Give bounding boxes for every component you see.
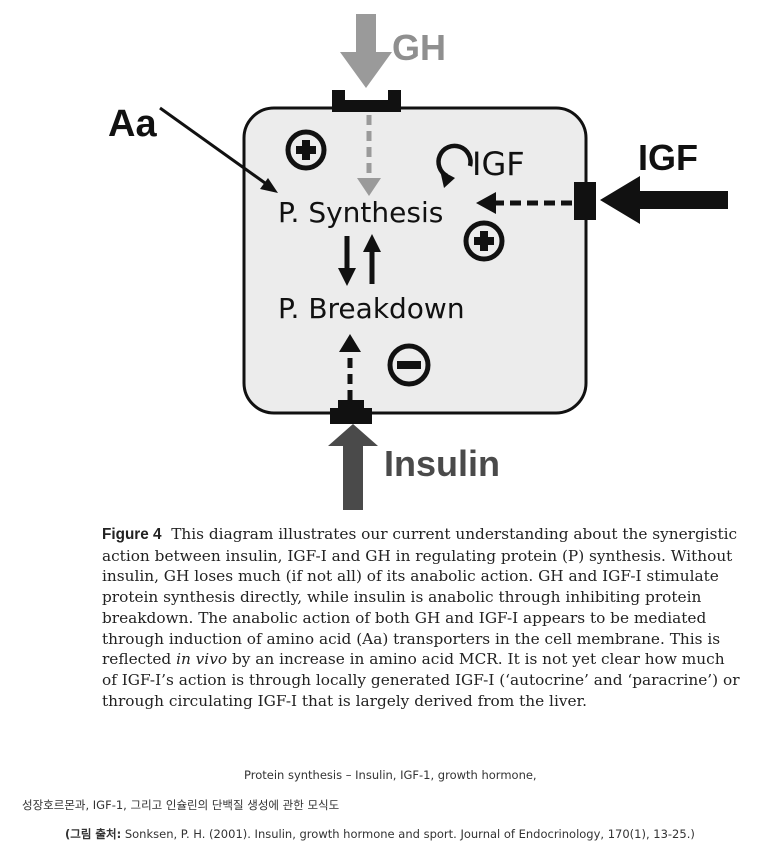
gh-receptor	[332, 90, 401, 112]
igf-receptor	[574, 182, 596, 220]
igf-outer-label: IGF	[638, 137, 698, 178]
plus-icon-igf	[463, 220, 505, 262]
figure-label: Figure 4	[102, 526, 162, 543]
caption-text-2: by an increase in amino acid MCR. It is …	[102, 650, 740, 710]
igf-inner-label: IGF	[472, 145, 525, 183]
insulin-receptor	[330, 400, 372, 424]
figure-caption: Figure 4 This diagram illustrates our cu…	[102, 524, 742, 711]
note-line-1: Protein synthesis – Insulin, IGF-1, grow…	[244, 768, 537, 782]
aa-arrow	[159, 106, 273, 190]
aa-arrow-head	[260, 178, 278, 193]
caption-italic: in vivo	[176, 650, 228, 669]
circular-arrow-icon	[436, 143, 473, 188]
protein-breakdown-label: P. Breakdown	[278, 292, 465, 325]
aa-label: Aa	[108, 103, 157, 145]
igf-arrow-icon	[600, 176, 728, 224]
synthesis-breakdown-arrows	[338, 234, 381, 286]
gh-arrow-icon	[340, 14, 392, 88]
gh-label: GH	[392, 27, 446, 68]
insulin-arrow-icon	[328, 424, 378, 510]
source-citation: (그림 출처: Sonksen, P. H. (2001). Insulin, …	[65, 826, 695, 842]
caption-text-1: This diagram illustrates our current und…	[102, 525, 738, 669]
cell-membrane-box	[242, 106, 588, 415]
igf-dashed-arrow-head	[476, 192, 496, 214]
insulin-label: Insulin	[384, 443, 500, 484]
source-label: (그림 출처:	[65, 827, 122, 841]
plus-icon-gh	[285, 129, 327, 171]
note-line-2: 성장호르몬과, IGF-1, 그리고 인슐린의 단백질 생성에 관한 모식도	[22, 798, 340, 812]
gh-dashed-arrow-head	[357, 178, 381, 196]
source-text: Sonksen, P. H. (2001). Insulin, growth h…	[124, 827, 695, 841]
insulin-dashed-arrow-head	[339, 334, 361, 352]
protein-synthesis-diagram: GH Aa IGF P. Synthesis IGF P. Breakdown	[108, 14, 728, 510]
minus-icon-insulin	[387, 343, 431, 387]
protein-synthesis-label: P. Synthesis	[278, 196, 443, 229]
